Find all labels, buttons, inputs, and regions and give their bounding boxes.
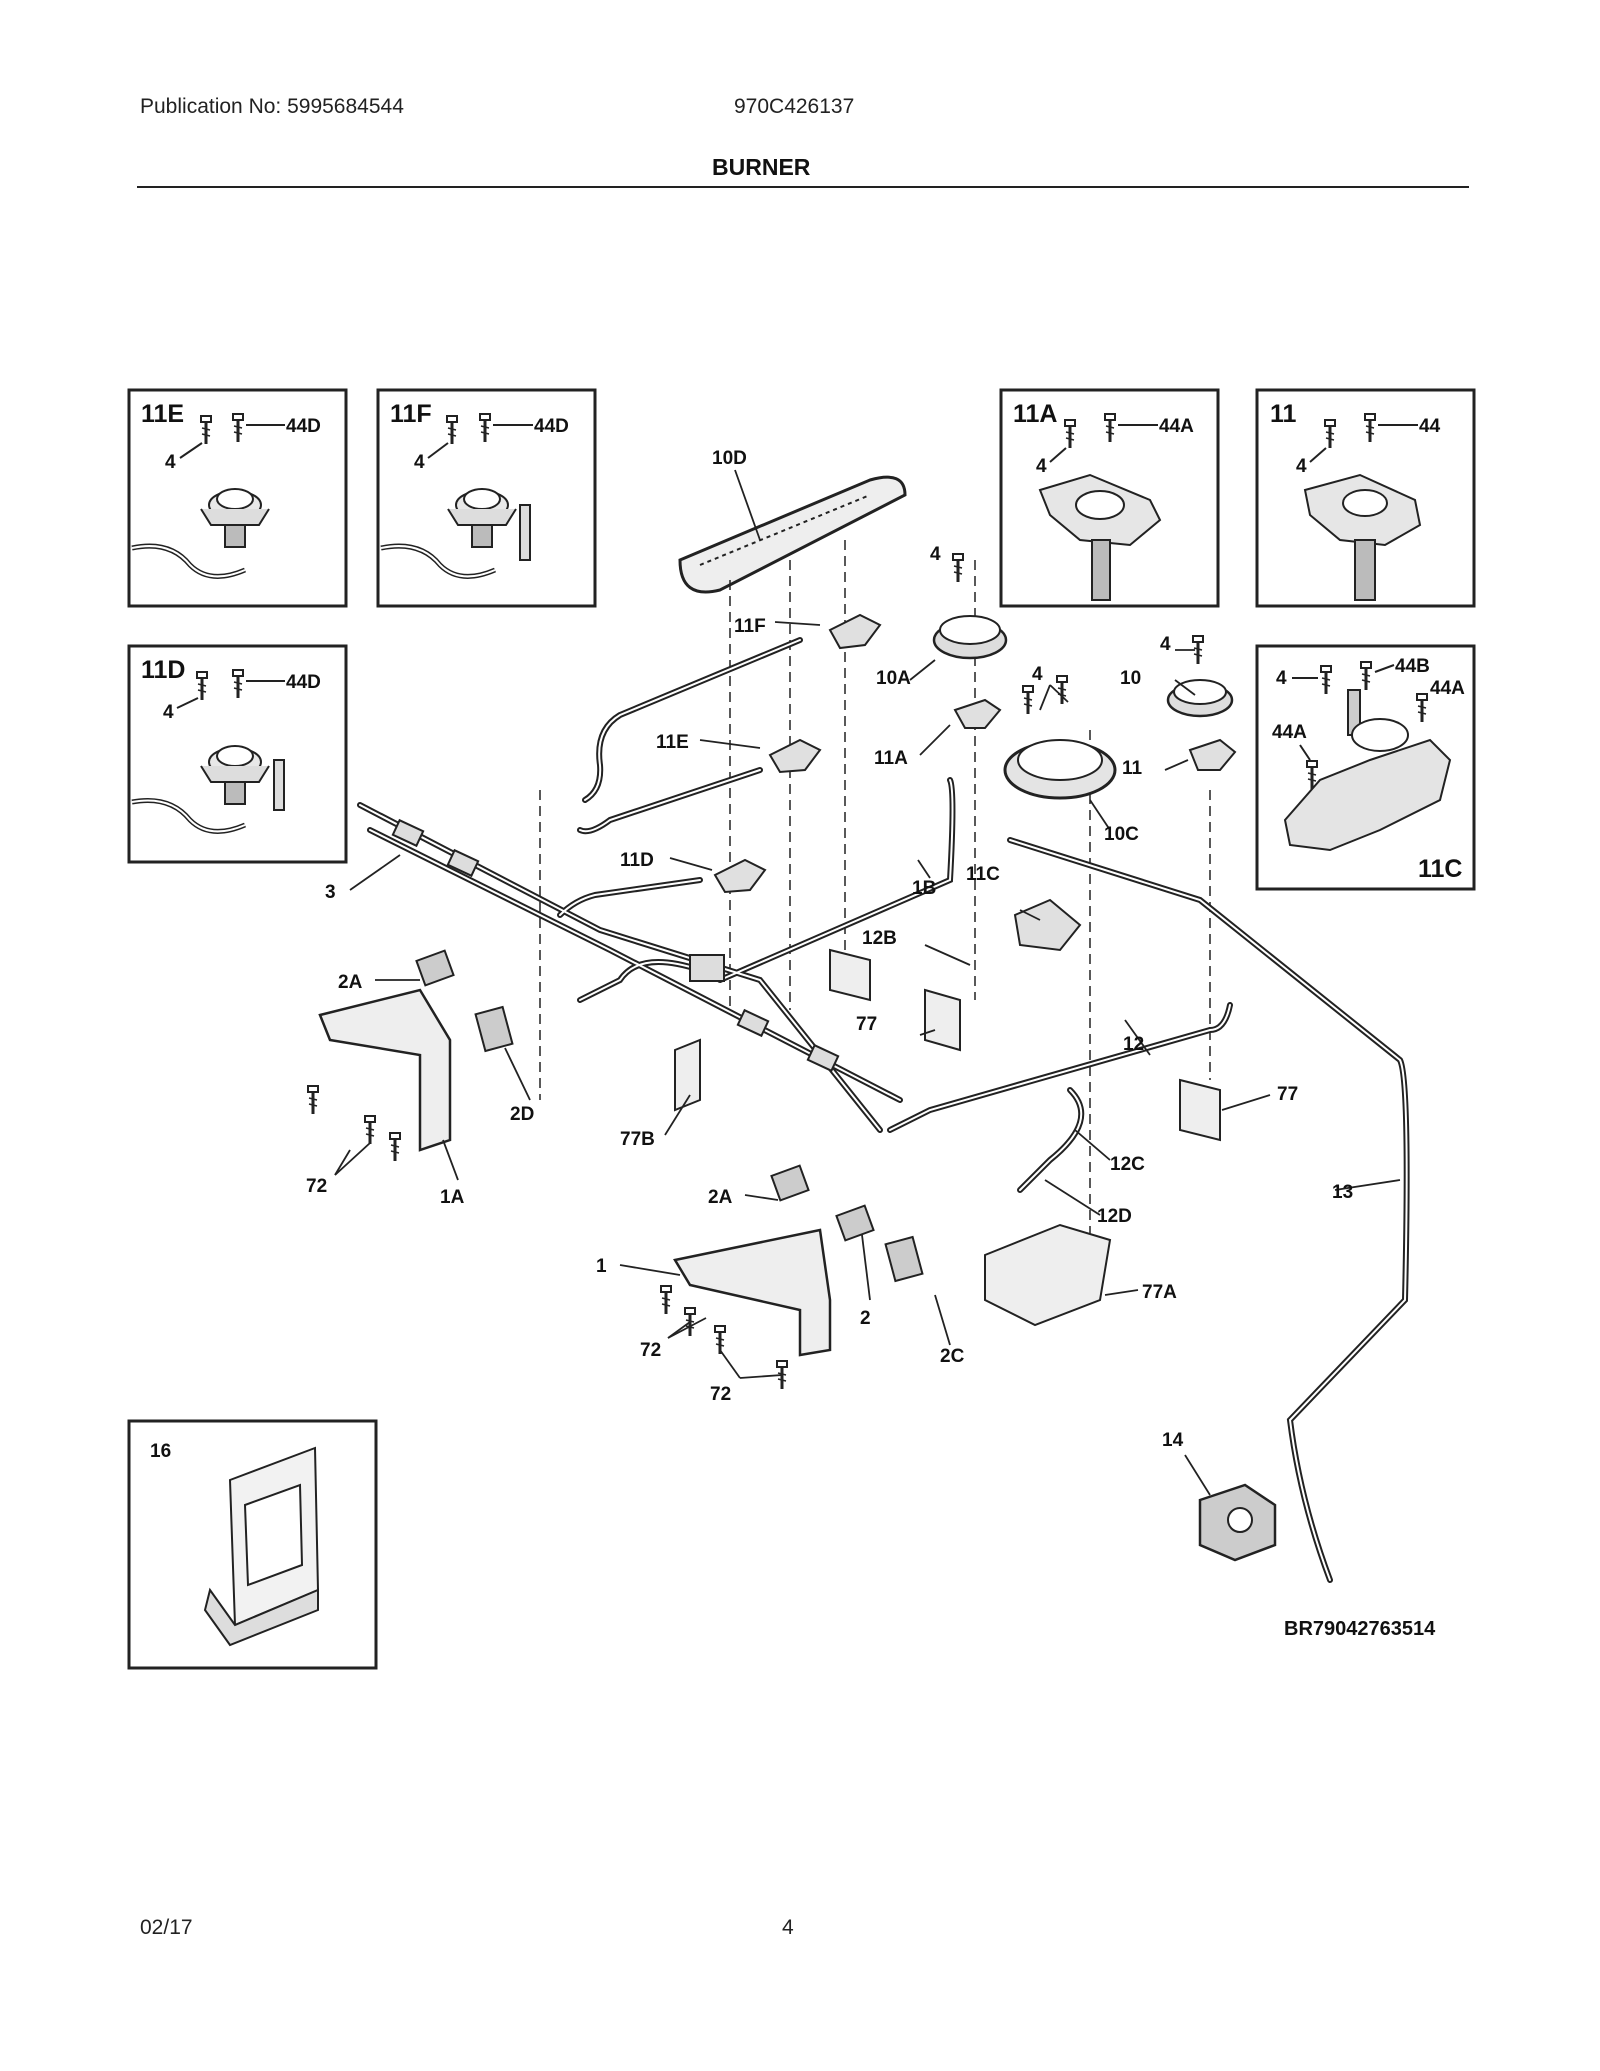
callout-12B: 12B: [862, 928, 897, 949]
publication-number: Publication No: 5995684544: [140, 95, 404, 118]
inset-11F: 11F 44D 4: [376, 388, 597, 608]
inset-11A-title: 11A: [1013, 400, 1057, 428]
inset-11A: 11A 44A 4: [999, 388, 1220, 608]
inset-11E: 11E 44D 4: [127, 388, 348, 608]
callout-11C: 11C: [966, 864, 1000, 885]
callout-10D: 10D: [712, 448, 747, 469]
callout-11F: 11F: [734, 616, 766, 637]
callout-2D: 2D: [510, 1104, 534, 1125]
callout-2A-upper: 2A: [338, 972, 363, 993]
inset-11C-label-4: 4: [1276, 668, 1287, 689]
callout-77-right: 77: [1277, 1084, 1298, 1105]
inset-11F-label-4: 4: [414, 452, 425, 473]
callout-1A: 1A: [440, 1187, 465, 1208]
leader-lines: [334, 469, 1401, 1496]
callout-10: 10: [1120, 668, 1141, 689]
callout-72-mid: 72: [640, 1340, 661, 1361]
inset-11D: 11D 44D 4: [127, 644, 348, 864]
inset-16-title: 16: [150, 1441, 171, 1462]
callout-12C: 12C: [1110, 1154, 1145, 1175]
inset-11D-label-4: 4: [163, 702, 174, 723]
inset-11C: 4 44B 44A 44A 11C: [1255, 644, 1476, 891]
main-assembly: [318, 475, 1410, 1583]
inset-11E-label-44D: 44D: [286, 416, 321, 437]
callout-77A: 77A: [1142, 1282, 1177, 1303]
diagram-code: BR79042763514: [1284, 1618, 1436, 1640]
callout-11: 11: [1122, 758, 1143, 779]
callout-2: 2: [860, 1308, 871, 1329]
callout-3: 3: [325, 882, 336, 903]
callout-1: 1: [596, 1256, 607, 1277]
inset-11A-label-44A: 44A: [1159, 416, 1194, 437]
inset-11D-label-44D: 44D: [286, 672, 321, 693]
header-rule: [137, 186, 1469, 188]
callout-12D: 12D: [1097, 1206, 1132, 1227]
inset-11C-label-44B: 44B: [1395, 656, 1430, 677]
callout-10C: 10C: [1104, 824, 1139, 845]
callout-11D: 11D: [620, 850, 654, 871]
callout-2A-lower: 2A: [708, 1187, 733, 1208]
inset-11C-title: 11C: [1418, 855, 1462, 883]
callout-11A: 11A: [874, 748, 908, 769]
inset-11C-label-44A-right: 44A: [1430, 678, 1465, 699]
callout-10A: 10A: [876, 668, 911, 689]
callout-4-right: 4: [1160, 634, 1171, 655]
callout-labels: 10D 11F 11E 11D 4 10A 11A 4 10C 4 10 11 …: [306, 448, 1353, 1451]
inset-11-label-44: 44: [1419, 416, 1441, 437]
footer-date: 02/17: [140, 1916, 193, 1939]
callout-1B: 1B: [912, 878, 936, 899]
callout-14: 14: [1162, 1430, 1184, 1451]
callout-77B: 77B: [620, 1129, 655, 1150]
callout-4-top: 4: [930, 544, 941, 565]
inset-11C-label-44A-left: 44A: [1272, 722, 1307, 743]
inset-11E-label-4: 4: [165, 452, 176, 473]
inset-11: 11 44 4: [1255, 388, 1476, 608]
callout-12: 12: [1123, 1034, 1144, 1055]
inset-11F-title: 11F: [390, 400, 432, 428]
inset-11F-label-44D: 44D: [534, 416, 569, 437]
callout-72-low: 72: [710, 1384, 731, 1405]
callout-77-left: 77: [856, 1014, 877, 1035]
section-title: BURNER: [712, 154, 811, 180]
inset-11A-label-4: 4: [1036, 456, 1047, 477]
callout-2C: 2C: [940, 1346, 965, 1367]
callout-4-mid: 4: [1032, 664, 1043, 685]
inset-16: 16: [127, 1419, 378, 1670]
inset-11E-title: 11E: [141, 400, 184, 428]
inset-11-title: 11: [1270, 400, 1297, 428]
inset-11-label-4: 4: [1296, 456, 1307, 477]
callout-72-left: 72: [306, 1176, 327, 1197]
model-number: 970C426137: [734, 95, 855, 118]
callout-13: 13: [1332, 1182, 1353, 1203]
callout-11E: 11E: [656, 732, 689, 753]
footer-page-number: 4: [782, 1916, 794, 1939]
inset-11D-title: 11D: [141, 656, 185, 684]
